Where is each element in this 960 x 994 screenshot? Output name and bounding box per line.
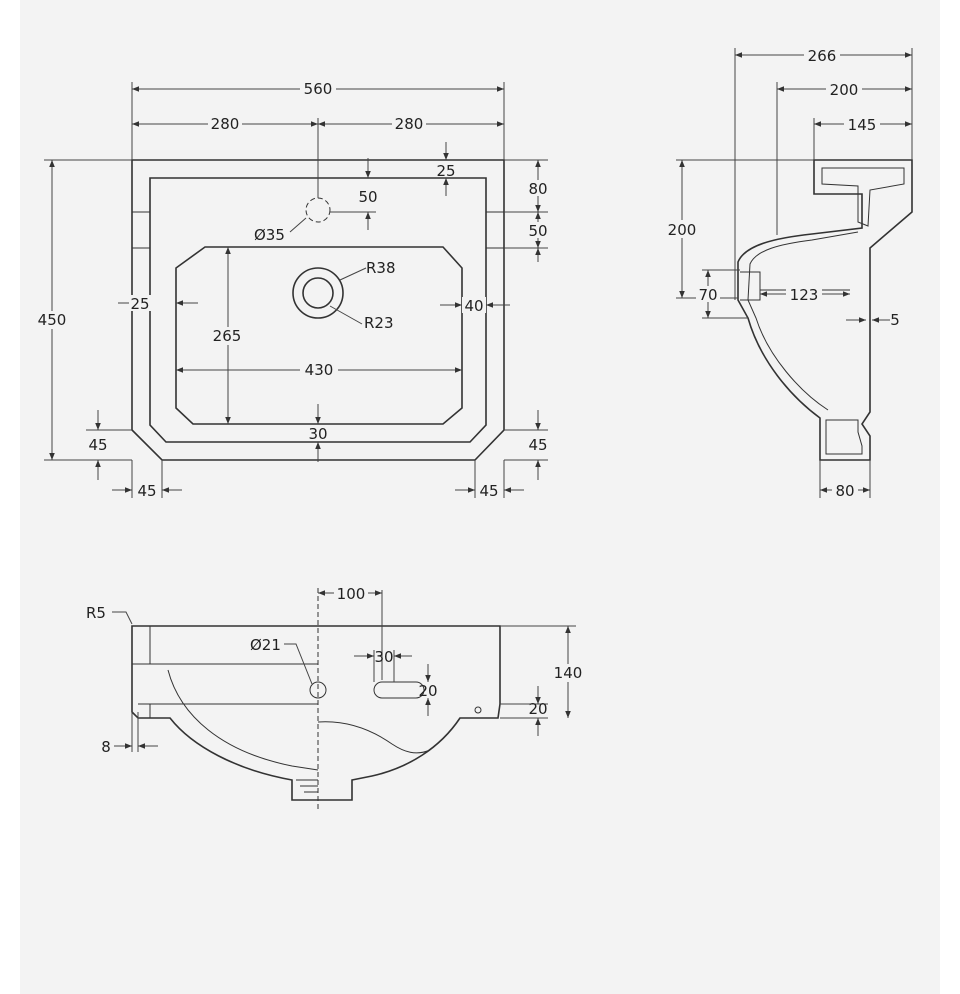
- dim-280-left: 280: [211, 115, 240, 133]
- dim-265: 265: [213, 327, 242, 345]
- dim-70: 70: [698, 286, 717, 304]
- front-rim-band: [132, 663, 318, 718]
- dim-overflow-dia: Ø21: [250, 636, 281, 654]
- waste-inner-ring: [302, 277, 334, 309]
- dim-280-right: 280: [395, 115, 424, 133]
- dim-560-label: 560: [304, 80, 333, 98]
- dim-r5: R5: [86, 604, 106, 622]
- side-foot-inner: [825, 419, 863, 455]
- dim-waste-inner: R23: [364, 314, 394, 332]
- dim-140: 140: [554, 664, 583, 682]
- plan-bowl: [175, 246, 463, 425]
- dim-100: 100: [337, 585, 366, 603]
- side-lip-inner: [821, 167, 905, 227]
- side-section-view: 266 200 145 200 70 123 5 80: [664, 46, 913, 500]
- plan-side-notch-left: [132, 211, 150, 249]
- front-fixing-hole: [474, 706, 482, 714]
- dim-25-top: 25: [436, 162, 455, 180]
- dim-145: 145: [848, 116, 877, 134]
- side-body-outline: [737, 159, 913, 461]
- dim-waste-outer: R38: [366, 259, 396, 277]
- front-waste-foot: [296, 779, 318, 793]
- dim-200-top: 200: [830, 81, 859, 99]
- front-bowl-inner: [167, 669, 319, 771]
- dim-45-left-v: 45: [88, 436, 107, 454]
- dim-30-slot: 30: [374, 648, 393, 666]
- dim-20-step: 20: [528, 700, 547, 718]
- drawing-sheet: [20, 0, 940, 994]
- dim-200-height: 200: [668, 221, 697, 239]
- dim-20-slot: 20: [418, 682, 437, 700]
- plan-view: 560 280 280 450 25 50 Ø35 80 50: [34, 80, 550, 500]
- dim-123: 123: [790, 286, 819, 304]
- dim-450: 450: [38, 311, 67, 329]
- front-bowl-curve-right: [317, 721, 431, 754]
- dim-50-tap: 50: [358, 188, 377, 206]
- dim-430: 430: [305, 361, 334, 379]
- dim-30-front: 30: [308, 425, 327, 443]
- dim-266: 266: [808, 47, 837, 65]
- overflow-hole: [309, 681, 327, 699]
- plan-side-notch-right: [486, 211, 504, 249]
- front-elevation-view: R5 100 Ø21 30 20 140 20 8: [86, 585, 586, 810]
- dim-40-right: 40: [464, 297, 483, 315]
- waste-outer-ring: [292, 267, 344, 319]
- dim-25-side: 25: [130, 295, 149, 313]
- side-bowl-inner: [747, 231, 859, 411]
- dim-45-right-v: 45: [528, 436, 547, 454]
- front-tap-slot: [373, 681, 425, 699]
- dim-5: 5: [890, 311, 900, 329]
- dim-50-right: 50: [528, 222, 547, 240]
- dim-80-right: 80: [528, 180, 547, 198]
- dim-8: 8: [101, 738, 111, 756]
- dim-45-left-h: 45: [137, 482, 156, 500]
- front-outline: [131, 625, 501, 801]
- dim-45-right-h: 45: [479, 482, 498, 500]
- dim-tap-dia: Ø35: [254, 226, 285, 244]
- plan-rim: [149, 177, 487, 443]
- dim-80-bottom: 80: [835, 482, 854, 500]
